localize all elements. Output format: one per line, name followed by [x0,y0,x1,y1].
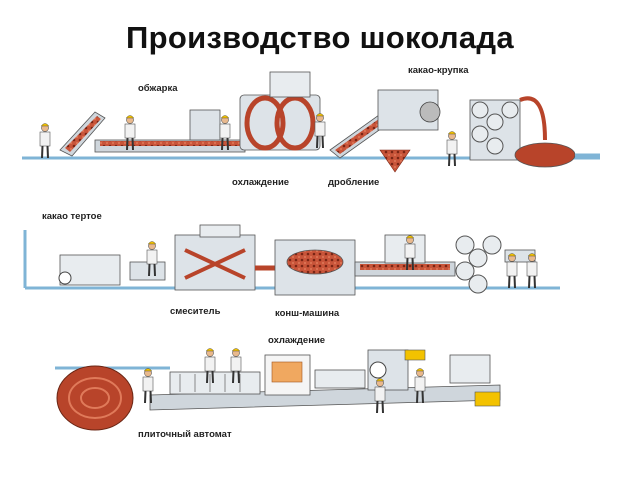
mold-frame [169,371,261,395]
crushed-pile [379,149,411,173]
label-crushing: дробление [328,177,380,188]
tempering-spool [56,365,134,431]
roaster-unit [189,109,221,141]
row-2-mixing-conching [23,224,560,296]
grinding-rollers [469,99,521,161]
row-1-roasting-crushing [22,71,600,173]
row-3-tablet-machine [55,347,501,431]
label-roasting: обжарка [138,83,178,94]
liquor-tank [514,142,576,168]
finished-boxes [474,391,501,407]
label-cocoa-liquor: какао тертое [42,211,102,222]
label-conche: конш-машина [275,308,340,319]
label-cooling-1: охлаждение [232,177,290,188]
label-cocoa-nibs: какао-крупка [408,65,469,76]
label-tablet-machine: плиточный автомат [138,429,232,440]
refining-rollers [455,235,502,294]
label-cooling-2: охлаждение [268,335,326,346]
label-mixer: смеситель [170,306,221,317]
page-title: Производство шоколада [126,20,514,55]
